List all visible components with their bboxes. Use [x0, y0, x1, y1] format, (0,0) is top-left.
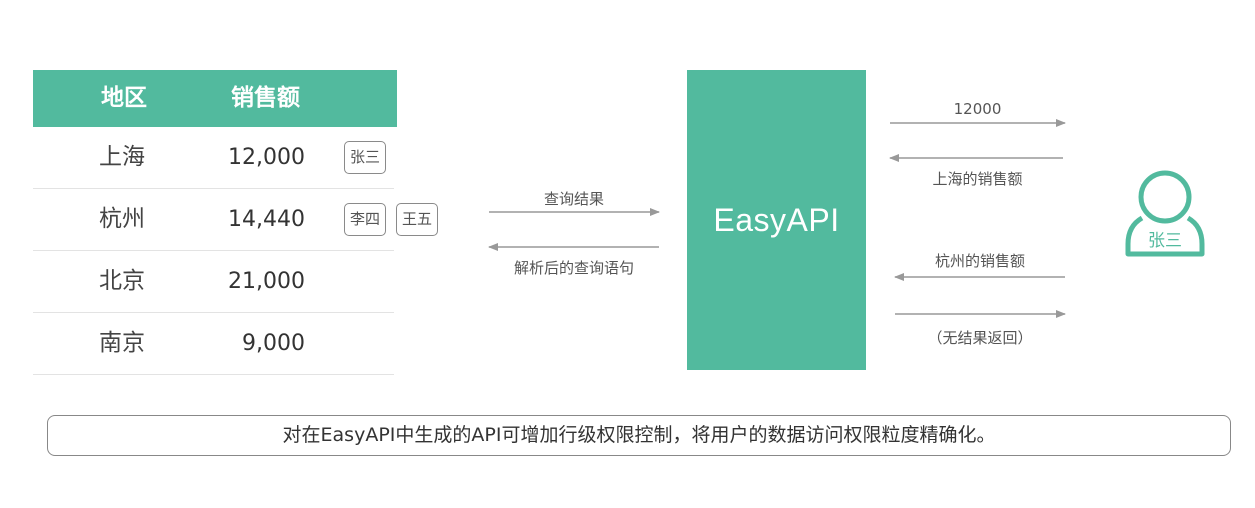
table-header: 地区 销售额	[33, 70, 397, 127]
table-row: 北京 21,000	[33, 251, 394, 313]
region-cell: 南京	[99, 330, 145, 356]
bottom-out-label: （无结果返回）	[927, 329, 1033, 347]
header-sales: 销售额	[231, 85, 300, 111]
easyapi-box: EasyAPI	[687, 70, 866, 370]
user-avatar: 张三	[1124, 166, 1206, 258]
region-cell: 杭州	[99, 206, 145, 232]
user-name: 张三	[1148, 231, 1182, 251]
region-cell: 上海	[99, 144, 145, 170]
table-row: 杭州 14,440 李四 王五	[33, 189, 439, 251]
response-label: 解析后的查询语句	[513, 259, 634, 277]
request-label: 查询结果	[543, 190, 604, 208]
top-in-label: 上海的销售额	[932, 170, 1023, 188]
sales-cell: 12,000	[228, 145, 305, 170]
region-cell: 北京	[99, 268, 145, 294]
sales-table: 地区 销售额 上海 12,000 张三 杭州 14,440 李四 王五 北京 2…	[33, 70, 439, 375]
footer-note: 对在EasyAPI中生成的API可增加行级权限控制，将用户的数据访问权限粒度精确…	[47, 415, 1231, 456]
user-icon	[1125, 170, 1205, 257]
user-tag: 张三	[344, 141, 387, 174]
table-row: 上海 12,000 张三	[33, 127, 394, 189]
user-tags: 张三	[344, 127, 387, 188]
user-tags: 李四 王五	[344, 189, 439, 250]
sales-cell: 9,000	[242, 331, 305, 356]
user-tag: 李四	[344, 203, 387, 236]
table-row: 南京 9,000	[33, 313, 394, 375]
user-tag: 王五	[396, 203, 439, 236]
easyapi-label: EasyAPI	[713, 201, 840, 238]
header-region: 地区	[101, 85, 147, 111]
sales-cell: 21,000	[228, 269, 305, 294]
bottom-in-label: 杭州的销售额	[934, 252, 1025, 270]
sales-cell: 14,440	[228, 207, 305, 232]
top-out-label: 12000	[953, 100, 1002, 118]
